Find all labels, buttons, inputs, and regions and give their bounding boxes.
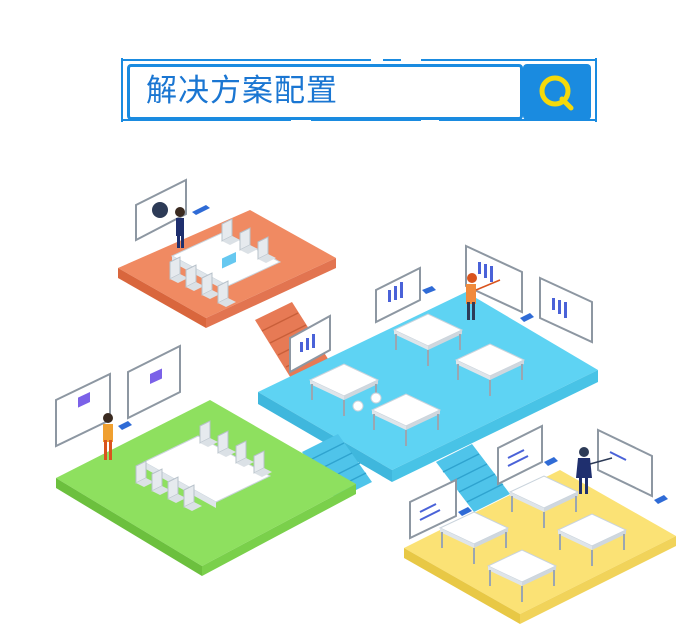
search-bar[interactable]: 解决方案配置 [121, 58, 597, 122]
search-button[interactable] [523, 64, 591, 120]
workspace-blue [258, 244, 598, 512]
search-input[interactable]: 解决方案配置 [127, 64, 523, 120]
search-frame-decoration [121, 58, 597, 122]
meeting-room-green [55, 344, 356, 576]
search-icon [539, 75, 574, 111]
classroom-yellow [404, 424, 676, 624]
search-title: 解决方案配置 [146, 73, 338, 109]
